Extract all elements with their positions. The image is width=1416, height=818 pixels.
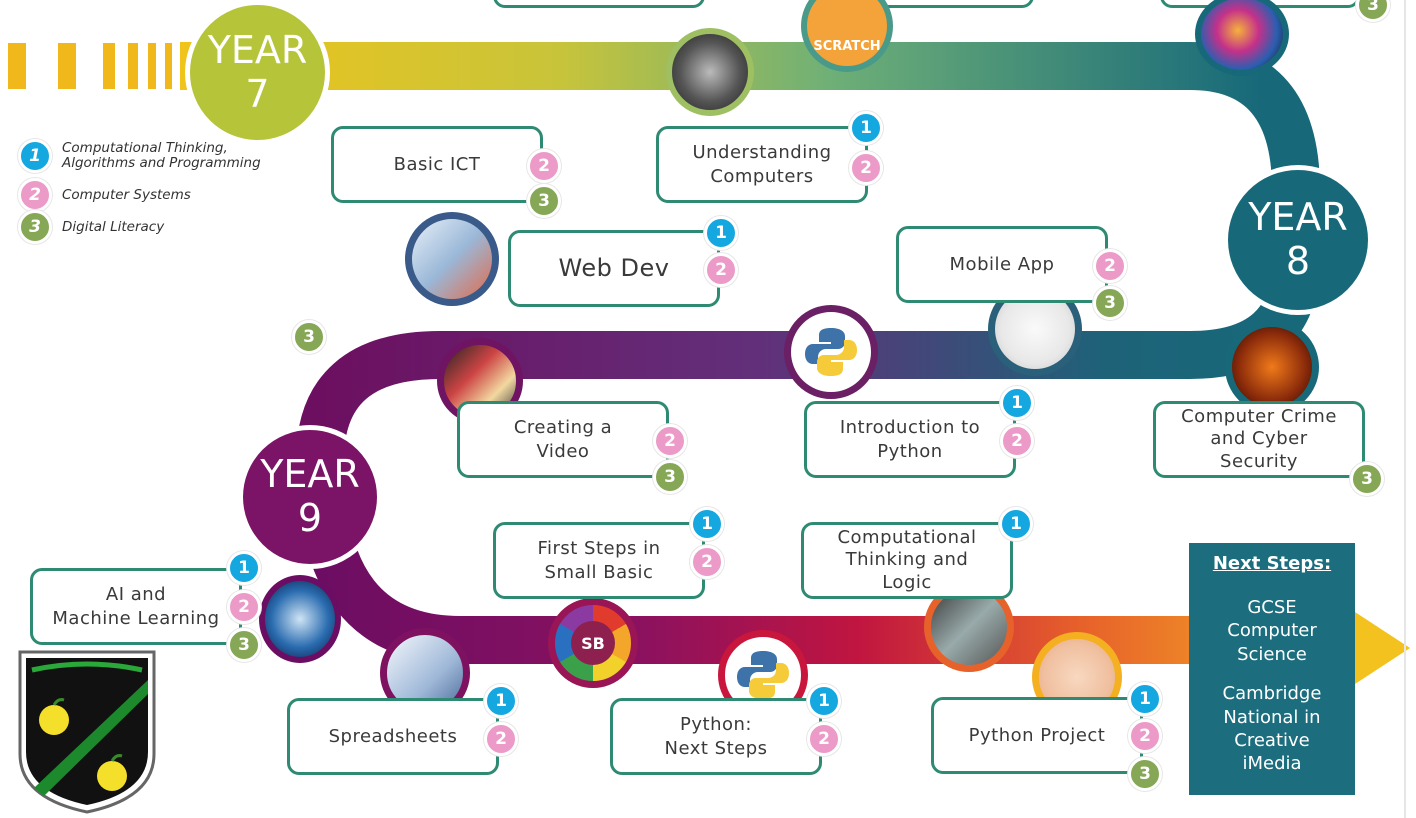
- year-number: 7: [245, 71, 270, 116]
- digital-literacy-badge: 3: [653, 460, 687, 494]
- digital-literacy-badge: 3: [1128, 757, 1162, 791]
- programming-badge: 1: [484, 684, 518, 718]
- module-computer-crime: Computer Crime and Cyber Security: [1153, 401, 1365, 478]
- legend-label: Computational Thinking, Algorithms and P…: [62, 140, 261, 171]
- legend-label: Computer Systems: [62, 186, 191, 203]
- digital-literacy-badge: 3: [1350, 462, 1384, 496]
- web-layout-icon: [405, 212, 499, 306]
- module-ai-ml: AI and Machine Learning: [30, 568, 242, 645]
- module-first-steps-small-basic: First Steps in Small Basic: [493, 522, 705, 599]
- computer-systems-badge: 2: [18, 178, 52, 212]
- module-understanding-computers: Understanding Computers: [656, 126, 868, 203]
- computer-systems-badge: 2: [1000, 424, 1034, 458]
- module-web-dev: Web Dev: [508, 230, 720, 307]
- computer-systems-badge: 2: [690, 545, 724, 579]
- module-spreadsheets: Spreadsheets: [287, 698, 499, 775]
- computer-systems-badge: 2: [484, 722, 518, 756]
- programming-badge: 1: [999, 507, 1033, 541]
- module-creating-video: Creating a Video: [457, 401, 669, 478]
- next-steps-panel: Next Steps: GCSE Computer Science Cambri…: [1189, 543, 1355, 795]
- module-intro-python: Introduction to Python: [804, 401, 1016, 478]
- programming-badge: 1: [18, 139, 52, 173]
- digital-literacy-badge: 3: [1356, 0, 1390, 22]
- year-9-marker: YEAR 9: [238, 425, 382, 569]
- programming-badge: 1: [849, 111, 883, 145]
- year-8-marker: YEAR 8: [1223, 165, 1373, 315]
- legend-label: Digital Literacy: [62, 218, 165, 235]
- python-logo-icon: [805, 328, 857, 376]
- module-mobile-app: Mobile App: [896, 226, 1108, 303]
- programming-badge: 1: [1000, 386, 1034, 420]
- scratch-logo-text: SCRATCH: [813, 38, 881, 54]
- ai-face-icon: [259, 575, 341, 663]
- digital-literacy-badge: 3: [527, 184, 561, 218]
- computer-chip-icon: [666, 28, 754, 116]
- programming-badge: 1: [807, 684, 841, 718]
- next-step-imedia: Cambridge National in Creative iMedia: [1222, 683, 1322, 775]
- module-box-offscreen: [493, 0, 705, 8]
- programming-badge: 1: [690, 507, 724, 541]
- computer-systems-badge: 2: [807, 722, 841, 756]
- legend-item-programming: 1 Computational Thinking, Algorithms and…: [18, 139, 261, 173]
- next-step-gcse: GCSE Computer Science: [1227, 597, 1317, 665]
- year-label: YEAR: [207, 27, 308, 72]
- legend-item-computer-systems: 2 Computer Systems: [18, 178, 191, 212]
- digital-literacy-badge: 3: [18, 210, 52, 244]
- page-edge-divider: [1404, 0, 1406, 818]
- module-python-next-steps: Python: Next Steps: [610, 698, 822, 775]
- small-basic-logo-icon: SB: [548, 598, 638, 688]
- year-number: 8: [1285, 239, 1311, 283]
- module-computational-thinking: Computational Thinking and Logic: [801, 522, 1013, 599]
- computer-systems-badge: 2: [849, 151, 883, 185]
- programming-badge: 1: [1128, 682, 1162, 716]
- computer-systems-badge: 2: [1093, 249, 1127, 283]
- year-number: 9: [297, 496, 323, 540]
- year-label: YEAR: [260, 452, 360, 497]
- abstract-art-icon: [1195, 0, 1289, 76]
- small-basic-text: SB: [571, 621, 615, 665]
- module-basic-ict: Basic ICT: [331, 126, 543, 203]
- python-logo-icon: [784, 305, 878, 399]
- computer-systems-badge: 2: [704, 253, 738, 287]
- scratch-cat-icon: SCRATCH: [801, 0, 893, 72]
- legend-item-digital-literacy: 3 Digital Literacy: [18, 210, 164, 244]
- computer-systems-badge: 2: [227, 590, 261, 624]
- year-label: YEAR: [1248, 195, 1348, 240]
- digital-literacy-badge: 3: [227, 628, 261, 662]
- computer-systems-badge: 2: [527, 149, 561, 183]
- computer-systems-badge: 2: [1128, 719, 1162, 753]
- module-python-project: Python Project: [931, 697, 1143, 774]
- next-steps-heading: Next Steps:: [1212, 553, 1332, 574]
- digital-literacy-badge: 3: [292, 320, 326, 354]
- programming-badge: 1: [227, 551, 261, 585]
- programming-badge: 1: [704, 216, 738, 250]
- school-crest-logo: [18, 650, 156, 814]
- year-7-marker: YEAR 7: [185, 0, 330, 145]
- computer-systems-badge: 2: [653, 424, 687, 458]
- padlock-icon: [1225, 320, 1319, 414]
- python-logo-icon: [737, 651, 789, 699]
- digital-literacy-badge: 3: [1093, 286, 1127, 320]
